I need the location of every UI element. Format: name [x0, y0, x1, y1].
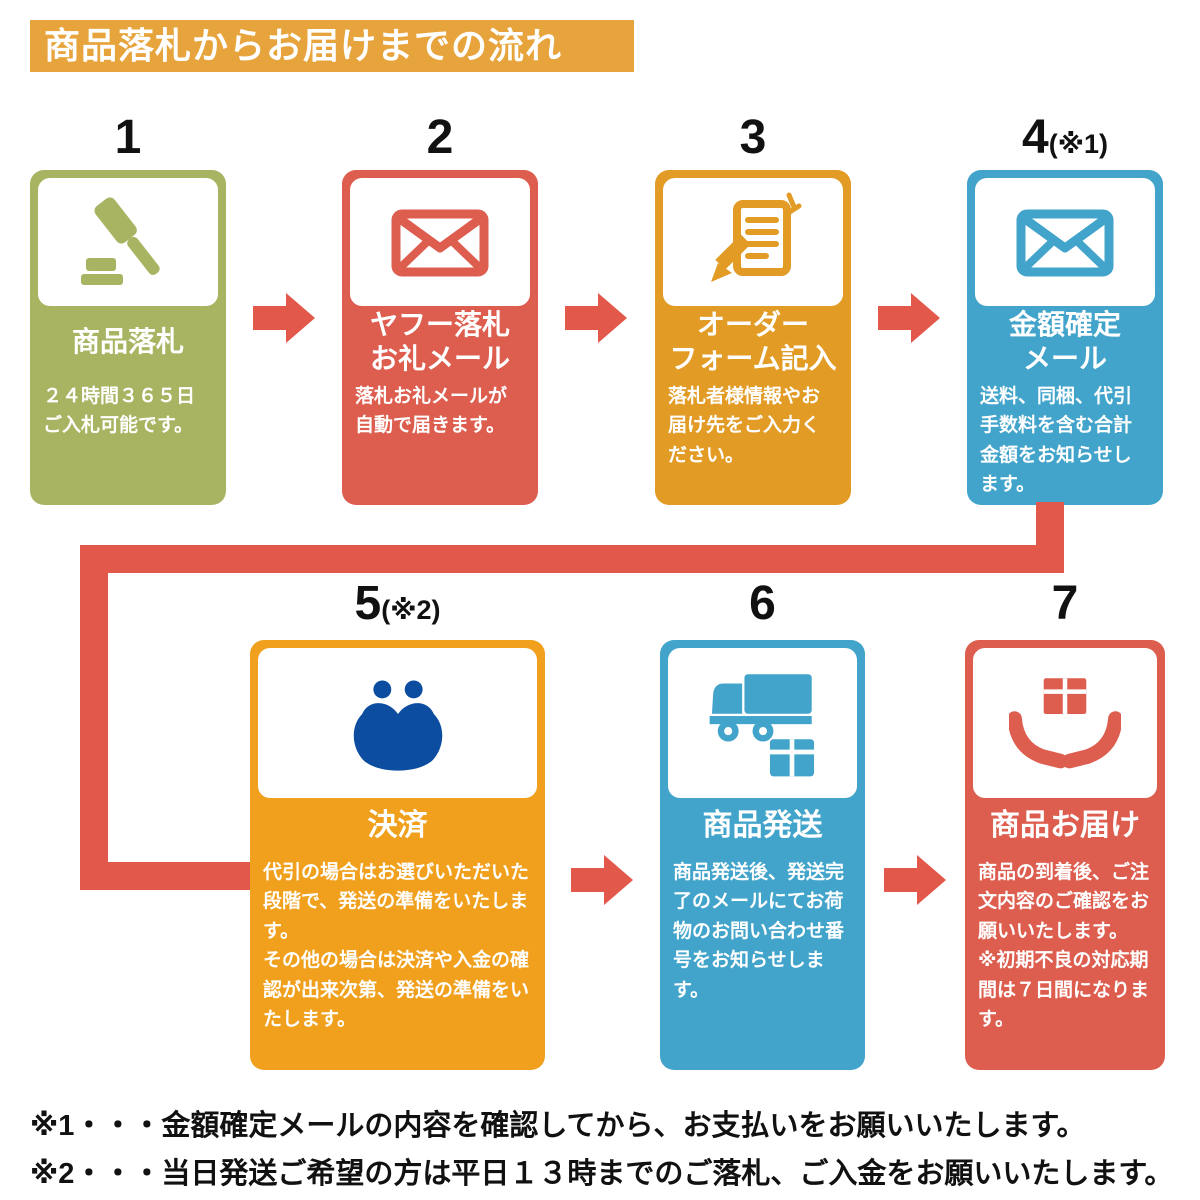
step-description: 落札者様情報やお届け先をご入力ください。: [668, 386, 821, 466]
step-icon-box: [350, 178, 530, 306]
step-card-delivery: 商品お届け 商品の到着後、ご注文内容のご確認をお願いいたします。 ※初期不良の対…: [965, 640, 1165, 1070]
step-card-shipping: 商品発送 商品発送後、発送完了のメールにてお荷物のお問い合わせ番号をお知らせしま…: [660, 640, 865, 1070]
step-icon-box: [38, 178, 218, 306]
flow-arrow-icon: [884, 855, 946, 905]
step-card-amount-mail: 金額確定 メール 送料、同梱、代引手数料を含む合計金額をお知らせします。: [967, 170, 1163, 505]
flow-arrow-icon: [253, 293, 315, 343]
step-number-1: 1: [114, 111, 142, 164]
step-card-order-form: オーダー フォーム記入 落札者様情報やお届け先をご入力ください。: [655, 170, 851, 505]
flow-connector-segment: [80, 545, 1064, 573]
step-icon-box: [258, 648, 537, 798]
step-number-6: 6: [749, 577, 776, 630]
step-card-payment: 決済 代引の場合はお選びいただいた段階で、発送の準備をいたします。 その他の場合…: [250, 640, 545, 1070]
step-title: ヤフー落札 お礼メール: [369, 309, 510, 374]
step-description: 商品発送後、発送完了のメールにてお荷物のお問い合わせ番号をお知らせします。: [673, 862, 845, 1001]
step-icon-box: [975, 178, 1155, 306]
step-number-5: 5(※2): [354, 577, 441, 630]
step-card-thanks-mail: ヤフー落札 お礼メール 落札お礼メールが自動で届きます。: [342, 170, 538, 505]
mail-icon: [1016, 209, 1114, 277]
footnote-2: ※2・・・当日発送ご希望の方は平日１３時までのご落札、ご入金をお願いいたします。: [30, 1158, 1174, 1190]
hands-box-icon: [1009, 678, 1121, 769]
step-title: 商品お届け: [990, 809, 1140, 842]
flow-arrow-icon: [878, 293, 940, 343]
flow-arrow-icon: [571, 855, 633, 905]
step-title: 金額確定 メール: [1008, 309, 1121, 374]
flow-connector-segment: [80, 862, 252, 890]
step-number-3: 3: [739, 111, 767, 164]
step-number-4: 4(※1): [1022, 111, 1108, 164]
step-description: 送料、同梱、代引手数料を含む合計金額をお知らせします。: [980, 386, 1133, 496]
step-title: オーダー フォーム記入: [669, 309, 837, 374]
step-title: 商品発送: [702, 809, 823, 842]
step-title: 商品落札: [71, 326, 184, 358]
page-title: 商品落札からお届けまでの流れ: [30, 20, 634, 72]
purse-icon: [353, 680, 442, 771]
step-number-2: 2: [426, 111, 454, 164]
step-description: ２４時間３６５日ご入札可能です。: [43, 386, 196, 437]
step-title: 決済: [367, 809, 428, 842]
footnote-1: ※1・・・金額確定メールの内容を確認してから、お支払いをお願いいたします。: [30, 1110, 1086, 1142]
step-card-auction: 商品落札 ２４時間３６５日ご入札可能です。: [30, 170, 226, 505]
flow-arrow-icon: [565, 293, 627, 343]
step-description: 商品の到着後、ご注文内容のご確認をお願いいたします。 ※初期不良の対応期間は７日…: [978, 862, 1150, 1031]
mail-icon: [391, 209, 489, 277]
step-description: 落札お礼メールが自動で届きます。: [355, 386, 508, 437]
step-icon-box: [668, 648, 857, 798]
step-description: 代引の場合はお選びいただいた段階で、発送の準備をいたします。 その他の場合は決済…: [263, 862, 530, 1031]
step-number-7: 7: [1051, 577, 1079, 630]
truck-box-icon: [709, 674, 814, 777]
step-icon-box: [973, 648, 1157, 798]
order-form-icon: [711, 192, 802, 282]
step-icon-box: [663, 178, 843, 306]
gavel-icon: [81, 197, 160, 285]
flow-connector-segment: [80, 545, 108, 890]
